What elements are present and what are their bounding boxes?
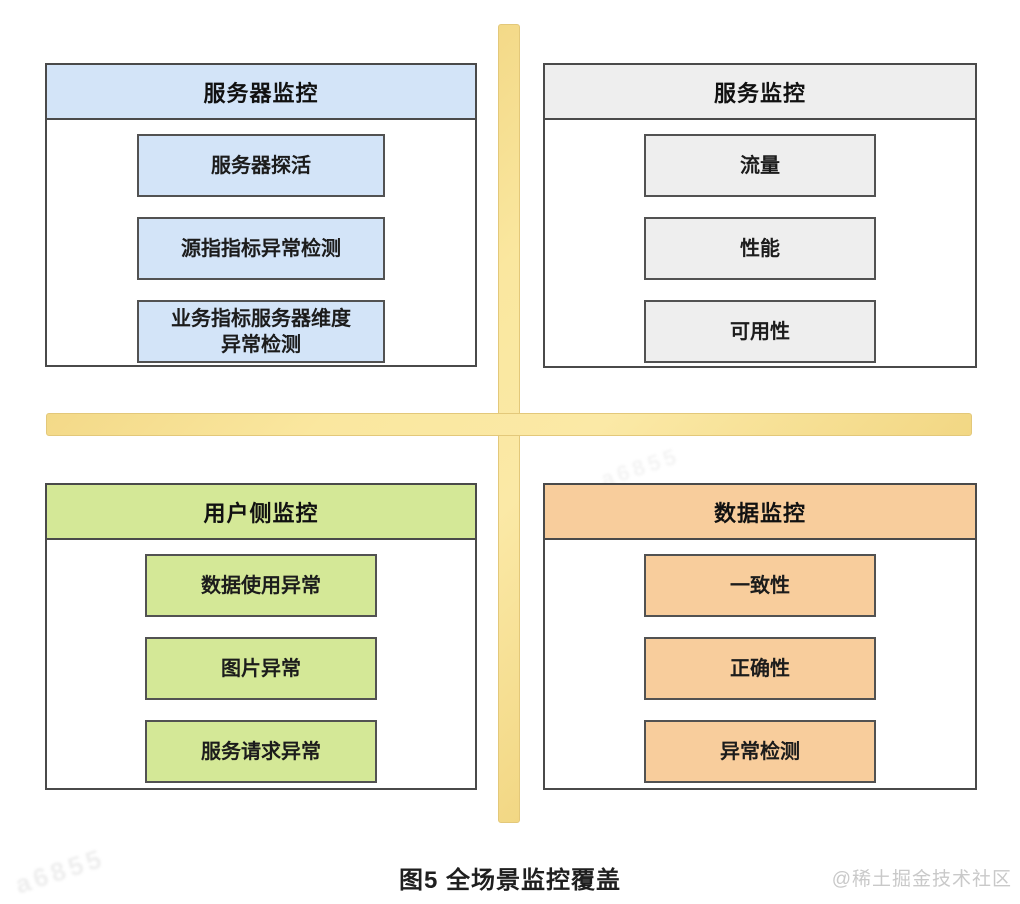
- diagram-node: 一致性: [644, 554, 876, 617]
- quadrant-title: 数据监控: [545, 485, 975, 540]
- quadrant-title: 服务器监控: [47, 65, 475, 120]
- site-watermark: @稀土掘金技术社区: [831, 869, 1012, 890]
- quadrant-title: 用户侧监控: [47, 485, 475, 540]
- figure-caption: 图5 全场景监控覆盖: [398, 867, 621, 894]
- diagram-node: 图片异常: [145, 637, 377, 700]
- quadrant-body: 一致性 正确性 异常检测: [545, 540, 975, 803]
- quadrant-server-monitoring: 服务器监控 服务器探活 源指指标异常检测 业务指标服务器维度 异常检测: [45, 63, 477, 367]
- diagram-node: 服务器探活: [137, 134, 385, 197]
- diagram-node: 服务请求异常: [145, 720, 377, 783]
- diagram-node: 可用性: [644, 300, 876, 363]
- diagram-node: 性能: [644, 217, 876, 280]
- diagram-node: 源指指标异常检测: [137, 217, 385, 280]
- quadrant-data-monitoring: 数据监控 一致性 正确性 异常检测: [543, 483, 977, 790]
- quadrant-user-side-monitoring: 用户侧监控 数据使用异常 图片异常 服务请求异常: [45, 483, 477, 790]
- diagram-node: 数据使用异常: [145, 554, 377, 617]
- diagram-node: 异常检测: [644, 720, 876, 783]
- diagram-node: 流量: [644, 134, 876, 197]
- quadrant-body: 服务器探活 源指指标异常检测 业务指标服务器维度 异常检测: [47, 120, 475, 383]
- diagram-node: 业务指标服务器维度 异常检测: [137, 300, 385, 363]
- diagram-node: 正确性: [644, 637, 876, 700]
- horizontal-divider-bar: [46, 413, 972, 436]
- quadrant-service-monitoring: 服务监控 流量 性能 可用性: [543, 63, 977, 368]
- quadrant-body: 数据使用异常 图片异常 服务请求异常: [47, 540, 475, 803]
- quadrant-title: 服务监控: [545, 65, 975, 120]
- quadrant-body: 流量 性能 可用性: [545, 120, 975, 383]
